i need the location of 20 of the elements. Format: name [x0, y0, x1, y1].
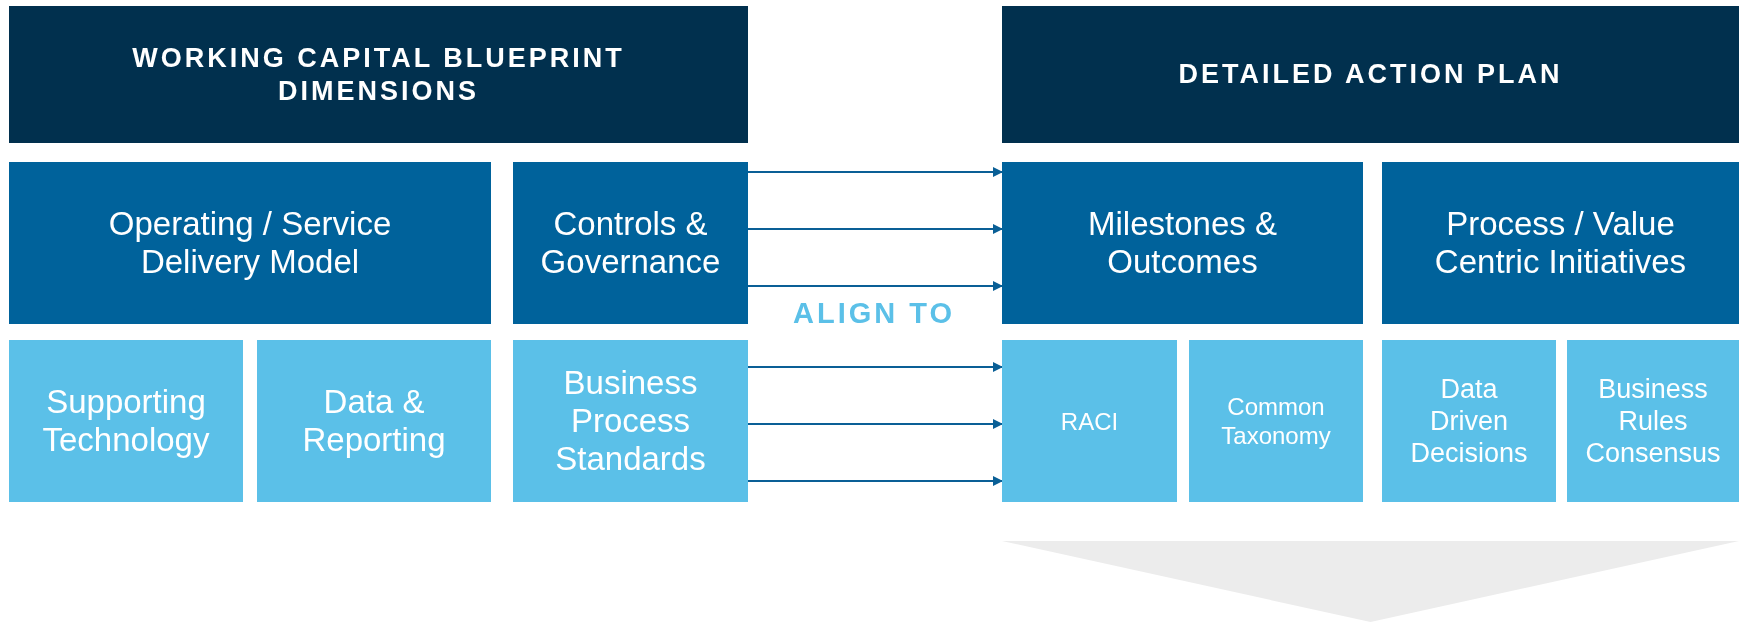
arrow	[747, 281, 1003, 291]
item-box: Business Process Standards	[513, 340, 748, 502]
item-box: Common Taxonomy	[1189, 340, 1363, 502]
item-box: Supporting Technology	[9, 340, 243, 502]
category-box: Process / Value Centric Initiatives	[1382, 162, 1739, 324]
category-box: Milestones & Outcomes	[1002, 162, 1363, 324]
arrow	[747, 476, 1003, 486]
arrow	[747, 419, 1003, 429]
category-box: Operating / Service Delivery Model	[9, 162, 491, 324]
header-bar: DETAILED ACTION PLAN	[1002, 6, 1739, 143]
item-box: Business Rules Consensus	[1567, 340, 1739, 502]
align-label: ALIGN TO	[792, 296, 956, 331]
arrow	[747, 167, 1003, 177]
header-bar: WORKING CAPITAL BLUEPRINT DIMENSIONS	[9, 6, 748, 143]
arrow	[747, 362, 1003, 372]
category-box: Controls & Governance	[513, 162, 748, 324]
item-box: RACI	[1002, 340, 1177, 502]
arrow	[747, 224, 1003, 234]
item-box: Data & Reporting	[257, 340, 491, 502]
item-box: Data Driven Decisions	[1382, 340, 1556, 502]
